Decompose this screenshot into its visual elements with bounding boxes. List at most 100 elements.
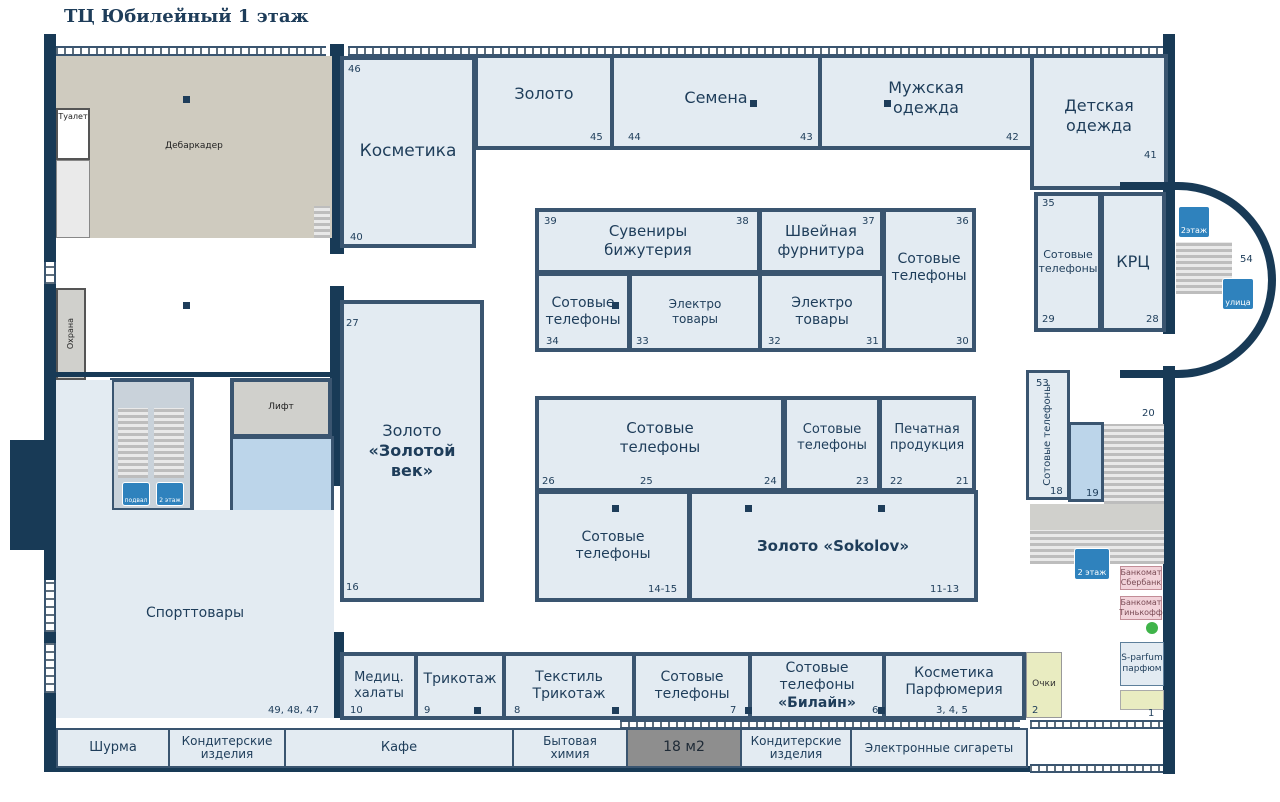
room-pechat[interactable]: Печатная продукция: [878, 396, 976, 492]
label-sot-35: Сотовые телефоны: [1038, 248, 1098, 275]
num-23: 23: [856, 476, 869, 487]
room-beeline[interactable]: Сотовые телефоны «Билайн»: [748, 652, 886, 720]
room-shurma[interactable]: Шурма: [56, 728, 170, 768]
label-zolotoy-vek-1: Золото: [382, 421, 442, 440]
badge-street[interactable]: улица: [1222, 278, 1254, 310]
num-46: 46: [348, 64, 361, 75]
room-sot-36[interactable]: Сотовые телефоны: [882, 208, 976, 352]
label-muzh: Мужская одежда: [888, 78, 964, 117]
window-left1: [44, 262, 56, 284]
label-lift: Лифт: [268, 402, 294, 413]
room-toilet[interactable]: Туалет: [56, 108, 90, 160]
room-parfum[interactable]: Косметика Парфюмерия: [882, 652, 1026, 720]
room-toilet-area: [56, 160, 90, 238]
label-sokolov: Золото «Sokolov»: [756, 536, 910, 555]
room-sot-35[interactable]: Сотовые телефоны: [1034, 192, 1102, 332]
room-zolotoy-vek[interactable]: Золото «Золотой век»: [340, 300, 484, 602]
room-sot-34[interactable]: Сотовые телефоны: [535, 272, 631, 352]
label-toilet: Туалет: [58, 112, 88, 121]
num-345: 3, 4, 5: [936, 705, 968, 716]
room-sigarety[interactable]: Электронные сигареты: [850, 728, 1028, 768]
room-sokolov[interactable]: Золото «Sokolov»: [688, 490, 978, 602]
num-45: 45: [590, 132, 603, 143]
room-muzh[interactable]: Мужская одежда: [818, 54, 1034, 150]
room-semena[interactable]: Семена: [610, 54, 822, 150]
label-elektro-32: Электро товары: [791, 294, 853, 329]
label-suveniry: Сувениры бижутерия: [604, 222, 692, 259]
green-dot-icon: [1146, 622, 1158, 634]
room-konditer1[interactable]: Кондитерские изделия: [168, 728, 286, 768]
badge-floor2-left[interactable]: 2 этаж: [156, 482, 184, 506]
num-494847: 49, 48, 47: [268, 705, 319, 716]
num-38: 38: [736, 216, 749, 227]
num-18: 18: [1050, 486, 1063, 497]
room-yellow-1: [1120, 690, 1164, 710]
label-sot-36: Сотовые телефоны: [891, 250, 967, 285]
badge-floor2-top[interactable]: 2этаж: [1178, 206, 1210, 238]
label-sot-23: Сотовые телефоны: [797, 421, 867, 453]
room-bytovaya[interactable]: Бытовая химия: [512, 728, 628, 768]
room-lift[interactable]: Лифт: [230, 378, 332, 438]
label-ochki: Очки: [1032, 679, 1056, 690]
pillar: [612, 707, 619, 714]
num-16: 16: [346, 582, 359, 593]
room-18m2[interactable]: 18 м2: [626, 728, 742, 768]
room-shveinaya[interactable]: Швейная фурнитура: [758, 208, 884, 274]
room-trikotazh[interactable]: Трикотаж: [414, 652, 506, 720]
num-26: 26: [542, 476, 555, 487]
num-2: 2: [1032, 705, 1039, 716]
label-bytovaya: Бытовая химия: [543, 733, 597, 761]
num-39: 39: [544, 216, 557, 227]
map-title: ТЦ Юбилейный 1 этаж: [64, 6, 309, 27]
stairs-up: [154, 408, 184, 478]
num-35: 35: [1042, 198, 1055, 209]
room-elektro-32[interactable]: Электро товары: [758, 272, 886, 352]
label-trikotazh: Трикотаж: [423, 671, 497, 688]
entrance-rotunda: [1120, 182, 1276, 378]
num-40: 40: [350, 232, 363, 243]
room-sot-25[interactable]: Сотовые телефоны: [535, 396, 785, 492]
num-34: 34: [546, 336, 559, 347]
num-33: 33: [636, 336, 649, 347]
num-19: 19: [1086, 488, 1099, 499]
num-27: 27: [346, 318, 359, 329]
num-41: 41: [1144, 150, 1157, 161]
room-medic[interactable]: Медиц. халаты: [340, 652, 418, 720]
room-19[interactable]: [1068, 422, 1104, 502]
pillar: [750, 100, 757, 107]
num-36: 36: [956, 216, 969, 227]
room-detsk[interactable]: Детская одежда: [1030, 54, 1168, 190]
room-suveniry[interactable]: Сувениры бижутерия: [535, 208, 761, 274]
num-1: 1: [1148, 708, 1155, 719]
room-kosmetika[interactable]: Косметика: [340, 56, 476, 248]
room-kafe[interactable]: Кафе: [284, 728, 514, 768]
pillar: [878, 505, 885, 512]
num-21: 21: [956, 476, 969, 487]
label-sot-7: Сотовые телефоны: [654, 668, 730, 703]
room-sport-upper: [56, 380, 112, 512]
room-debarkader[interactable]: Дебаркадер: [56, 56, 332, 238]
room-ohrana[interactable]: Охрана: [56, 288, 86, 380]
badge-basement[interactable]: подвал: [122, 482, 150, 506]
label-sot-34: Сотовые телефоны: [545, 294, 621, 329]
atm-tinkoff[interactable]: Банкомат Тинькофф: [1119, 596, 1163, 620]
badge-floor2-right[interactable]: 2 этаж: [1074, 548, 1110, 580]
pillar: [474, 707, 481, 714]
pillar: [745, 707, 752, 714]
atm-sberbank[interactable]: Банкомат Сбербанк: [1120, 566, 1162, 590]
label-sot-53: Сотовые телефоны: [1041, 384, 1053, 486]
window-left2: [44, 580, 56, 632]
label-pechat: Печатная продукция: [889, 421, 965, 453]
label-18m2: 18 м2: [663, 739, 705, 756]
room-konditer2[interactable]: Кондитерские изделия: [740, 728, 852, 768]
num-25: 25: [640, 476, 653, 487]
pillar: [745, 505, 752, 512]
room-sparfum[interactable]: S-parfum парфюм: [1120, 642, 1164, 686]
room-sot-53[interactable]: Сотовые телефоны: [1026, 370, 1070, 500]
label-kafe: Кафе: [380, 739, 418, 755]
label-shurma: Шурма: [89, 739, 137, 755]
room-ochki[interactable]: Очки: [1026, 652, 1062, 718]
room-elektro-33[interactable]: Электро товары: [628, 272, 762, 352]
room-zoloto-45[interactable]: Золото: [474, 54, 614, 150]
room-sport[interactable]: Спорттовары: [56, 510, 334, 718]
